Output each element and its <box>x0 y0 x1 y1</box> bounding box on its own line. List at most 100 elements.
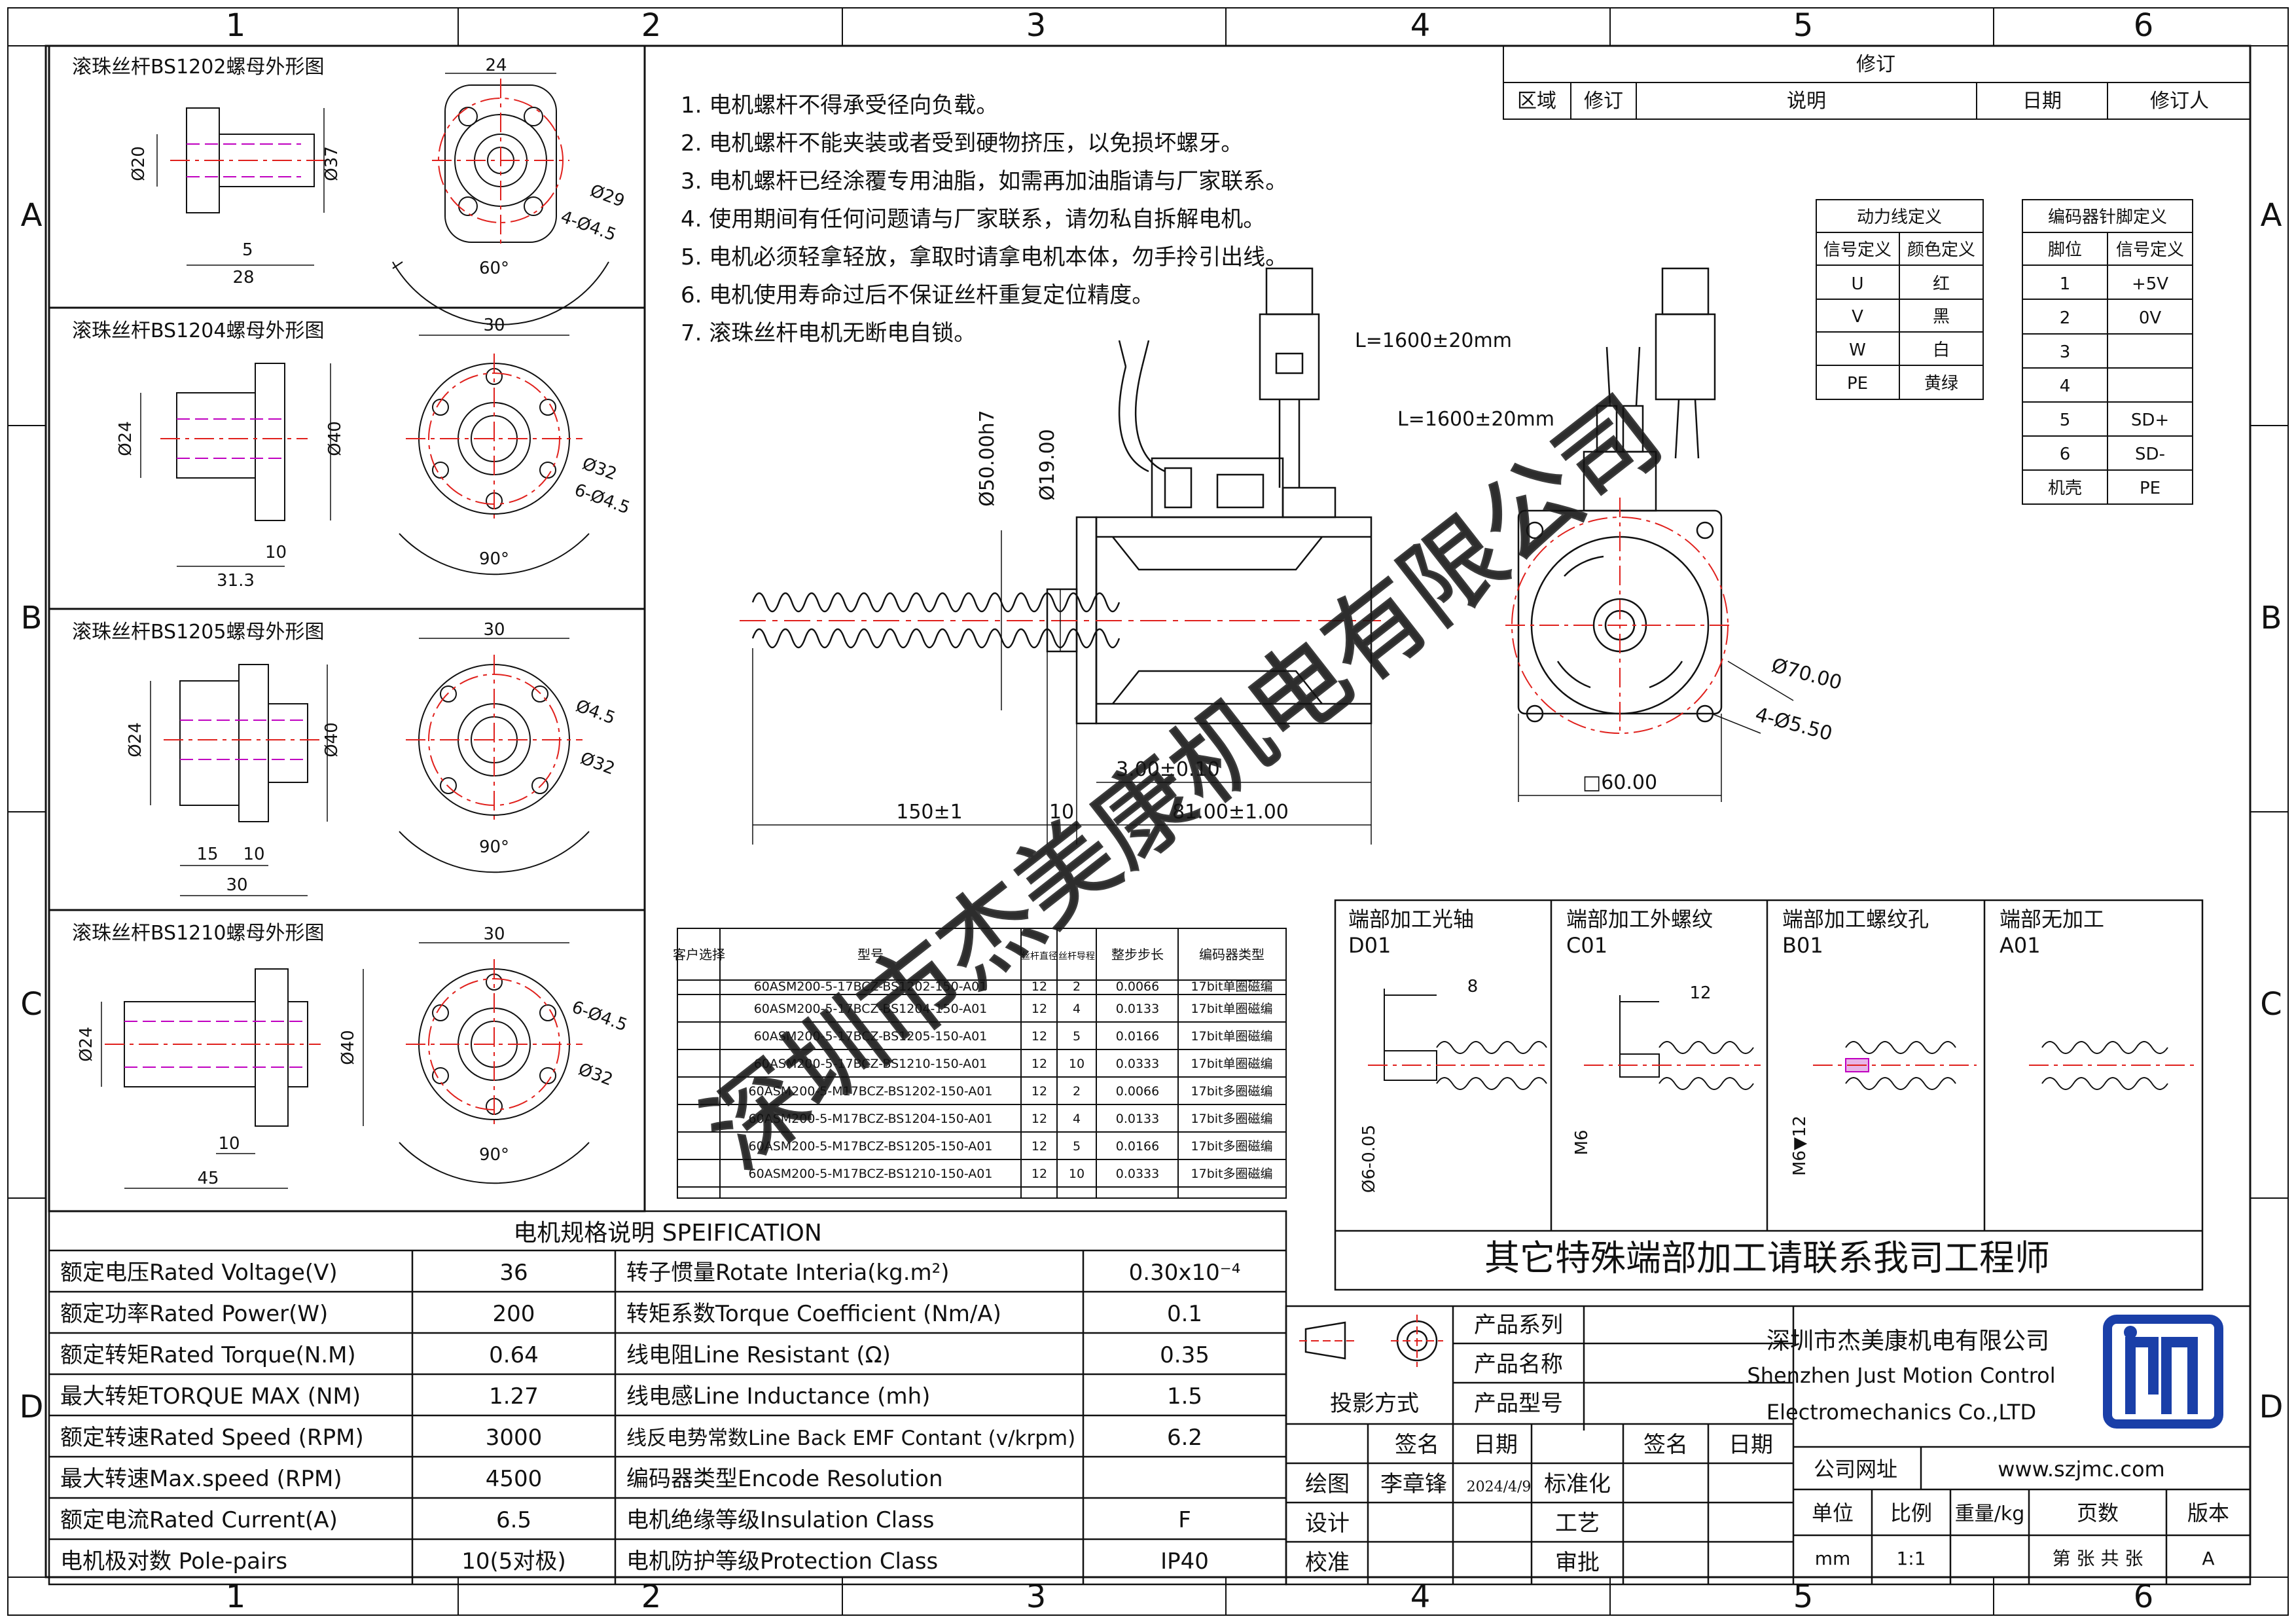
encoder-table-cell: 2 <box>2060 308 2071 328</box>
model-cell: 5 <box>1073 1029 1081 1044</box>
end-note: Ø6-0.05 <box>1359 1125 1379 1193</box>
tb-label: 产品名称 <box>1474 1351 1563 1377</box>
spec-value: 10(5对极) <box>461 1548 565 1575</box>
tb-label: 校准 <box>1305 1550 1350 1576</box>
tb-label: 重量/kg <box>1955 1503 2025 1525</box>
power-table: 动力线定义 信号定义 颜色定义 U 红 V 黑 W 白 PE 黄绿 <box>1816 199 1984 400</box>
model-cell: 60ASM200-5-M17BCZ-BS1205-150-A01 <box>749 1139 993 1154</box>
power-table-cell: V <box>1852 307 1863 327</box>
dim-label: Ø40 <box>322 722 342 757</box>
model-cell: 0.0333 <box>1116 1167 1159 1181</box>
notes: 1. 电机螺杆不得承受径向负载。 2. 电机螺杆不能夹装或者受到硬物挤压，以免损… <box>681 92 1287 346</box>
model-cell: 12 <box>1031 1002 1047 1016</box>
tb-scale: 1:1 <box>1896 1548 1926 1569</box>
row-label: A <box>2261 197 2282 234</box>
spec-value: IP40 <box>1160 1548 1209 1575</box>
end-options: 端部加工光轴 D01 端部加工外螺纹 C01 端部加工螺纹孔 B01 端部无加工… <box>1334 899 2204 1291</box>
dim-label: Ø24 <box>126 722 145 757</box>
dim-label: 30 <box>483 924 505 944</box>
revision-title: 修订 <box>1856 53 1895 76</box>
power-table-cell: 红 <box>1933 274 1950 294</box>
power-table-cell: 白 <box>1933 340 1950 360</box>
tb-label: 签名 <box>1395 1432 1439 1458</box>
dim-label: 5 <box>242 240 253 260</box>
tb-label: 标准化 <box>1544 1471 1611 1497</box>
col-label: 6 <box>2134 7 2154 44</box>
spec-table: 电机规格说明 SPEIFICATION 额定电压Rated Voltage(V)… <box>48 1210 1287 1586</box>
model-cell: 17bit单圈磁编 <box>1191 1057 1273 1071</box>
motor-side-dims: 150±1 10 81.00±1.00 3.00±0.10 Ø50.00h7 Ø… <box>752 329 1554 845</box>
spec-title: 电机规格说明 SPEIFICATION <box>513 1220 822 1247</box>
dim-cable-length: L=1600±20mm <box>1397 408 1554 431</box>
tb-label: 投影方式 <box>1330 1391 1419 1417</box>
dim-shaft-dia: Ø50.00h7 <box>976 410 999 507</box>
tb-label: 工艺 <box>1555 1510 1600 1537</box>
col-label: 3 <box>1026 7 1047 44</box>
model-cell: 12 <box>1031 1029 1047 1044</box>
encoder-table: 编码器针脚定义 脚位 信号定义 1 +5V 2 0V 3 4 5 SD+ 6 S… <box>2022 199 2193 505</box>
end-option-title: 端部加工光轴 <box>1348 907 1474 932</box>
dim-label: Ø37 <box>322 146 342 181</box>
nut-panel-title: 滚珠丝杆BS1205螺母外形图 <box>72 621 324 644</box>
model-cell: 4 <box>1073 1002 1081 1016</box>
spec-value: 0.30x10⁻⁴ <box>1129 1260 1241 1286</box>
dim-body-length: 81.00±1.00 <box>1172 801 1289 824</box>
encoder-table-header: 信号定义 <box>2116 240 2184 260</box>
model-cell: 0.0066 <box>1116 1084 1159 1099</box>
spec-label: 电机防护等级Protection Class <box>626 1548 938 1575</box>
end-note: M6 <box>1572 1130 1592 1156</box>
row-label: C <box>20 986 43 1023</box>
model-header: 编码器类型 <box>1199 947 1265 962</box>
tb-drawer: 李章锋 <box>1380 1471 1447 1497</box>
power-table-cell: W <box>1849 340 1866 360</box>
dim-label: 30 <box>483 620 505 640</box>
title-block: 投影方式 产品系列 产品名称 产品型号 签名 日期 签名 日期 绘图 李章锋 2… <box>1285 1305 2251 1586</box>
model-cell: 2 <box>1073 979 1081 994</box>
revision-header: 说明 <box>1787 90 1826 113</box>
power-table-cell: 黑 <box>1933 307 1950 327</box>
dim-screw-dia: Ø19.00 <box>1036 429 1059 501</box>
spec-label: 转矩系数Torque Coefficient (Nm/A) <box>626 1301 1001 1327</box>
dim-label: 30 <box>226 875 247 895</box>
tb-label: 产品系列 <box>1474 1312 1563 1338</box>
row-label: D <box>2259 1389 2284 1425</box>
power-table-header: 信号定义 <box>1823 240 1892 260</box>
model-cell: 0.0166 <box>1116 1139 1159 1154</box>
encoder-table-title: 编码器针脚定义 <box>2048 208 2167 227</box>
row-label: B <box>21 600 43 636</box>
model-cell: 12 <box>1031 1167 1047 1181</box>
tb-label: 日期 <box>1729 1432 1773 1458</box>
nut-panel-bs1210: 滚珠丝杆BS1210螺母外形图 30 Ø24 Ø40 6-Ø4.5 Ø32 <box>72 922 630 1189</box>
motor-side-view <box>740 267 1381 725</box>
model-cell: 17bit单圈磁编 <box>1191 1002 1273 1016</box>
nut-panel-title: 滚珠丝杆BS1204螺母外形图 <box>72 319 324 342</box>
model-cell: 17bit多圈磁编 <box>1191 1084 1273 1099</box>
company-name-cn: 深圳市杰美康机电有限公司 <box>1767 1328 2049 1355</box>
dim-screw-length: 150±1 <box>896 801 962 824</box>
end-option-code: C01 <box>1566 933 1607 958</box>
dim-label: 45 <box>197 1169 219 1188</box>
model-cell: 17bit单圈磁编 <box>1191 1029 1273 1044</box>
encoder-table-cell: 6 <box>2060 445 2071 464</box>
end-option-code: D01 <box>1348 933 1391 958</box>
model-cell: 0.0133 <box>1116 1002 1159 1016</box>
encoder-table-cell: PE <box>2140 479 2161 498</box>
note-item: 6. 电机使用寿命过后不保证丝杆重复定位精度。 <box>681 282 1154 308</box>
col-label: 2 <box>641 7 662 44</box>
model-cell: 2 <box>1073 1084 1081 1099</box>
model-cell: 17bit多圈磁编 <box>1191 1112 1273 1126</box>
spec-value: 0.64 <box>489 1342 539 1368</box>
model-cell: 60ASM200-5-17BCZ-BS1204-150-A01 <box>754 1002 988 1016</box>
note-item: 3. 电机螺杆已经涂覆专用油脂，如需再加油脂请与厂家联系。 <box>681 168 1287 194</box>
encoder-table-cell: 4 <box>2060 376 2071 396</box>
row-label: C <box>2260 986 2282 1023</box>
model-cell: 5 <box>1073 1139 1081 1154</box>
model-cell: 60ASM200-5-M17BCZ-BS1204-150-A01 <box>749 1112 993 1126</box>
model-header: 客户选择 <box>673 947 725 962</box>
dim-label: Ø40 <box>325 421 345 456</box>
revision-block <box>1503 45 2251 120</box>
spec-label: 额定功率Rated Power(W) <box>60 1301 328 1327</box>
spec-label: 线电感Line Inductance (mh) <box>626 1383 930 1410</box>
model-cell: 4 <box>1073 1112 1081 1126</box>
